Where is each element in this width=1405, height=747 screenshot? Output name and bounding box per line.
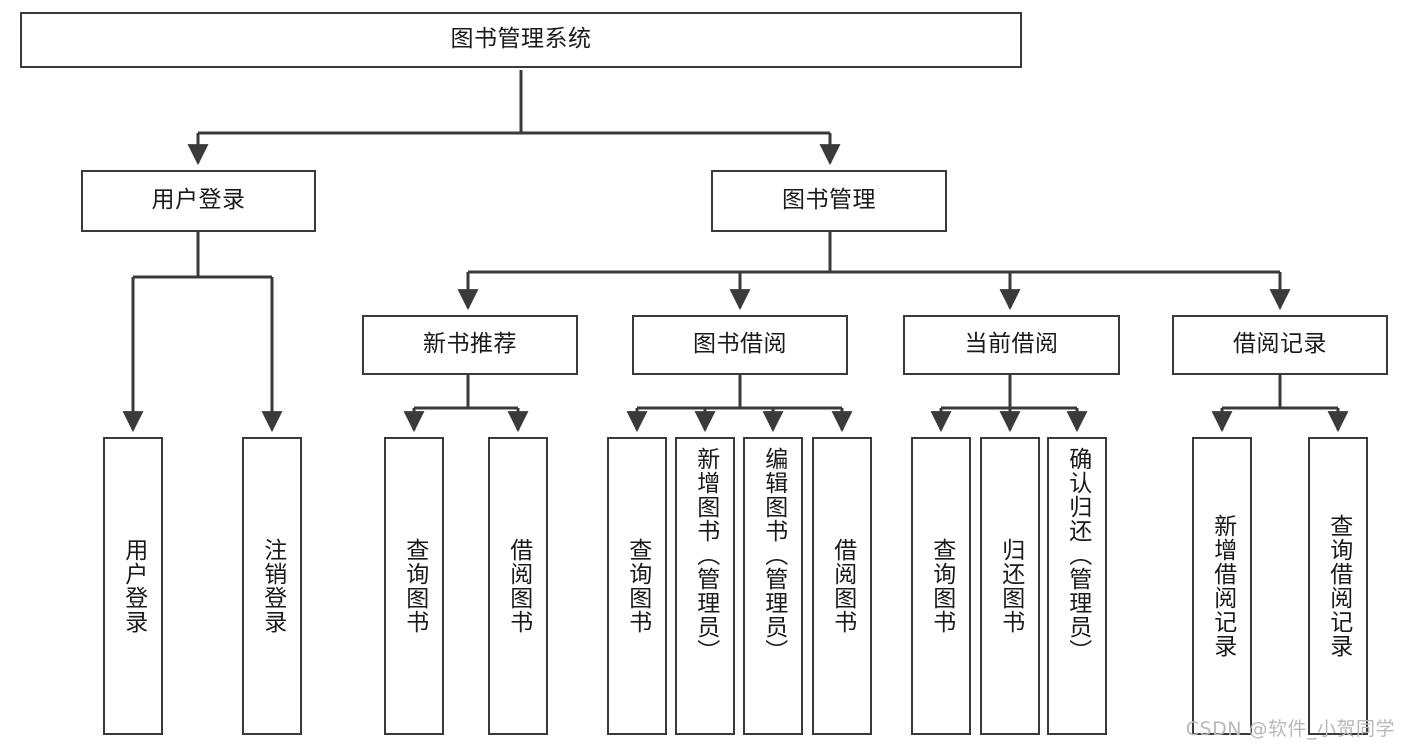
node-label: 图书管理系统	[450, 26, 592, 53]
node-label: 查询借阅记录	[1325, 514, 1352, 658]
node-leaf-borrow-book-2[interactable]: 借阅图书	[812, 437, 872, 735]
node-leaf-edit-book[interactable]: 编辑图书（管理员）	[743, 437, 803, 735]
node-leaf-borrow-book-1[interactable]: 借阅图书	[488, 437, 548, 735]
node-current-borrow[interactable]: 当前借阅	[903, 315, 1120, 375]
node-book-borrow[interactable]: 图书借阅	[632, 315, 848, 375]
node-label: 确认归还（管理员）	[1064, 447, 1091, 663]
node-label: 当前借阅	[964, 331, 1059, 358]
node-leaf-query-record[interactable]: 查询借阅记录	[1308, 437, 1368, 735]
node-label: 图书借阅	[693, 331, 787, 358]
node-label: 注销登录	[259, 538, 286, 634]
node-label: 新增图书（管理员）	[692, 447, 719, 663]
node-book-manage[interactable]: 图书管理	[711, 170, 947, 232]
node-leaf-user-login[interactable]: 用户登录	[103, 437, 163, 735]
node-label: 新书推荐	[423, 331, 517, 358]
node-user-login[interactable]: 用户登录	[81, 170, 316, 232]
node-label: 查询图书	[928, 538, 955, 634]
node-leaf-add-book[interactable]: 新增图书（管理员）	[675, 437, 735, 735]
node-label: 借阅图书	[505, 538, 532, 634]
node-label: 归还图书	[997, 538, 1024, 634]
node-label: 借阅记录	[1233, 331, 1327, 358]
node-label: 编辑图书（管理员）	[760, 447, 787, 663]
node-leaf-confirm-return[interactable]: 确认归还（管理员）	[1047, 437, 1107, 735]
node-label: 用户登录	[151, 187, 246, 214]
node-label: 图书管理	[782, 187, 876, 214]
node-leaf-query-book-1[interactable]: 查询图书	[384, 437, 444, 735]
node-label: 查询图书	[624, 538, 651, 634]
node-borrow-record[interactable]: 借阅记录	[1172, 315, 1388, 375]
node-leaf-add-record[interactable]: 新增借阅记录	[1192, 437, 1252, 735]
node-leaf-user-logout[interactable]: 注销登录	[242, 437, 302, 735]
node-label: 借阅图书	[829, 538, 856, 634]
node-leaf-query-book-3[interactable]: 查询图书	[911, 437, 971, 735]
node-label: 用户登录	[120, 538, 147, 634]
node-leaf-return-book[interactable]: 归还图书	[980, 437, 1040, 735]
node-leaf-query-book-2[interactable]: 查询图书	[607, 437, 667, 735]
node-new-book-recommend[interactable]: 新书推荐	[362, 315, 578, 375]
node-root-book-management-system[interactable]: 图书管理系统	[20, 12, 1022, 68]
node-label: 新增借阅记录	[1209, 514, 1236, 658]
node-label: 查询图书	[401, 538, 428, 634]
